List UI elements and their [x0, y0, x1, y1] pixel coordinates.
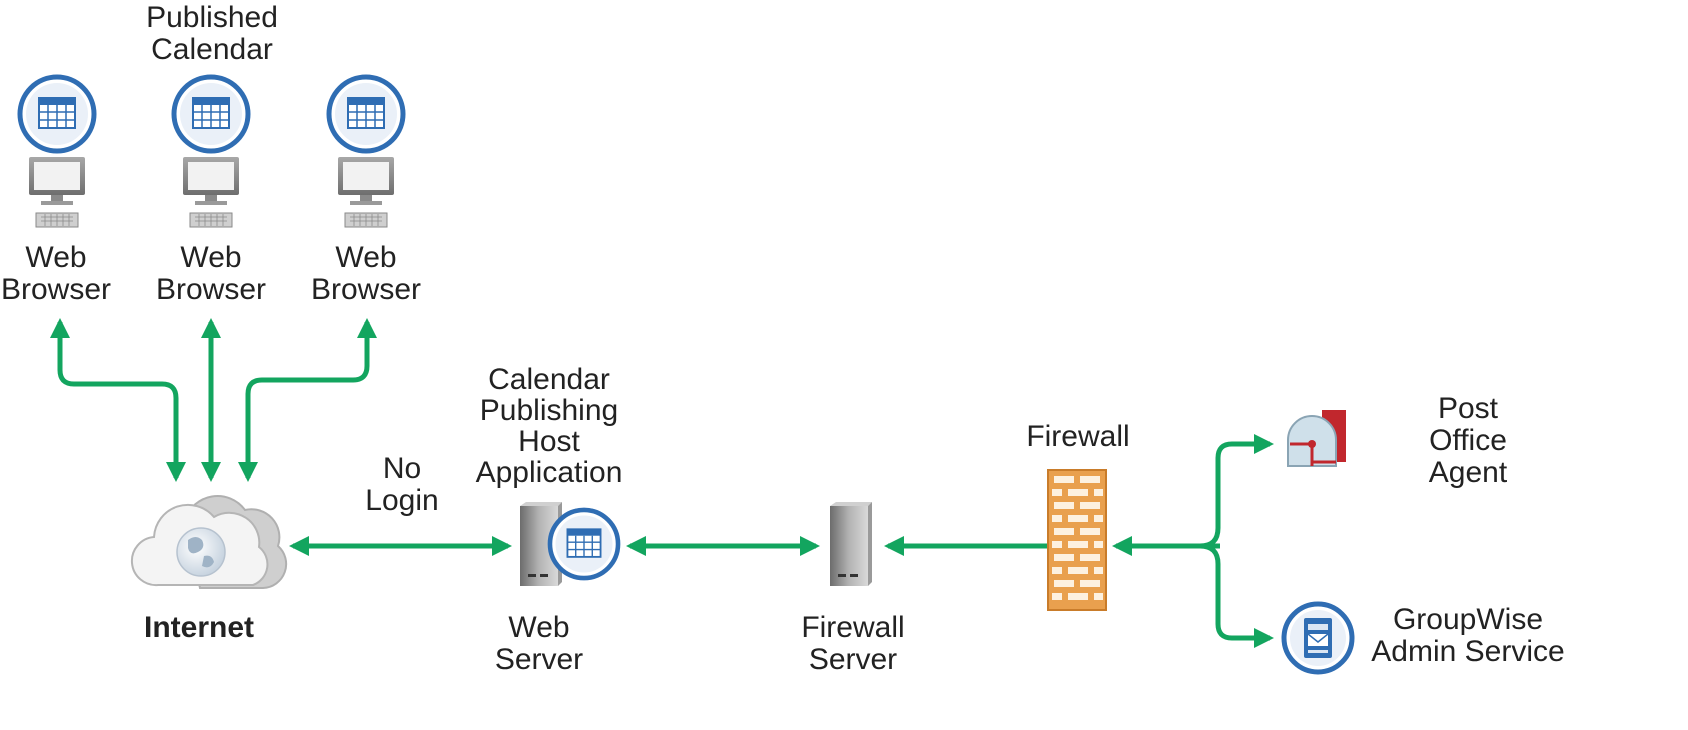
arrow-to-post-office — [1199, 434, 1274, 549]
label-internet: Internet — [143, 611, 254, 644]
label-firewall-server: Firewall Server — [788, 612, 918, 676]
admin-service-icon — [1281, 601, 1355, 675]
server-tower-icon — [830, 502, 872, 586]
brick-wall-icon — [1047, 469, 1107, 611]
browser-1 — [20, 77, 94, 228]
cloud-globe-icon — [130, 495, 288, 589]
label-line: No — [382, 452, 422, 485]
arrow-browser3-internet — [238, 318, 377, 482]
label-calendar-publishing-host: Calendar Publishing Host Application — [466, 364, 632, 488]
label-line: GroupWise — [1392, 603, 1544, 636]
label-line: Post — [1437, 392, 1499, 425]
label-line: Publishing — [479, 394, 619, 427]
browser-3 — [329, 77, 403, 228]
label-web-browser-1: Web Browser — [0, 242, 114, 306]
label-line: Web — [508, 611, 570, 644]
label-line: Published — [146, 1, 278, 34]
label-web-browser-2: Web Browser — [153, 242, 269, 306]
arrow-to-admin-service — [1199, 543, 1274, 648]
calendar-icon — [550, 510, 618, 578]
label-post-office-agent: Post Office Agent — [1412, 393, 1524, 489]
monitor-icon — [182, 156, 240, 228]
label-line: Application — [475, 456, 623, 489]
connector-arrows — [50, 318, 1274, 648]
label-line: Web — [25, 241, 87, 274]
label-line: Agent — [1428, 456, 1508, 489]
label-line: Calendar — [488, 363, 610, 396]
label-web-server: Web Server — [484, 612, 594, 676]
label-line: Admin Service — [1371, 635, 1565, 668]
label-groupwise-admin-service: GroupWise Admin Service — [1366, 604, 1570, 668]
label-line: Calendar — [151, 33, 273, 66]
calendar-icon — [174, 77, 248, 151]
label-firewall: Firewall — [1026, 420, 1130, 453]
monitor-icon — [337, 156, 395, 228]
label-line: Browser — [0, 273, 112, 306]
label-line: Web — [335, 241, 397, 274]
browser-2 — [174, 77, 248, 228]
label-line: Firewall — [801, 611, 905, 644]
web-server-icon — [520, 502, 618, 586]
label-line: Server — [808, 643, 898, 676]
label-line: Office — [1429, 424, 1507, 457]
label-published-calendar: Published Calendar — [124, 2, 300, 66]
calendar-icon — [329, 77, 403, 151]
label-line: Web — [180, 241, 242, 274]
label-web-browser-3: Web Browser — [308, 242, 424, 306]
label-line: Server — [494, 643, 584, 676]
label-no-login: No Login — [352, 453, 452, 517]
label-line: Browser — [310, 273, 422, 306]
monitor-icon — [28, 156, 86, 228]
calendar-icon — [20, 77, 94, 151]
arrow-browser1-internet — [50, 318, 186, 482]
label-line: Host — [518, 425, 580, 458]
label-line: Login — [365, 484, 439, 517]
post-office-icon — [1287, 410, 1346, 467]
label-line: Browser — [155, 273, 267, 306]
